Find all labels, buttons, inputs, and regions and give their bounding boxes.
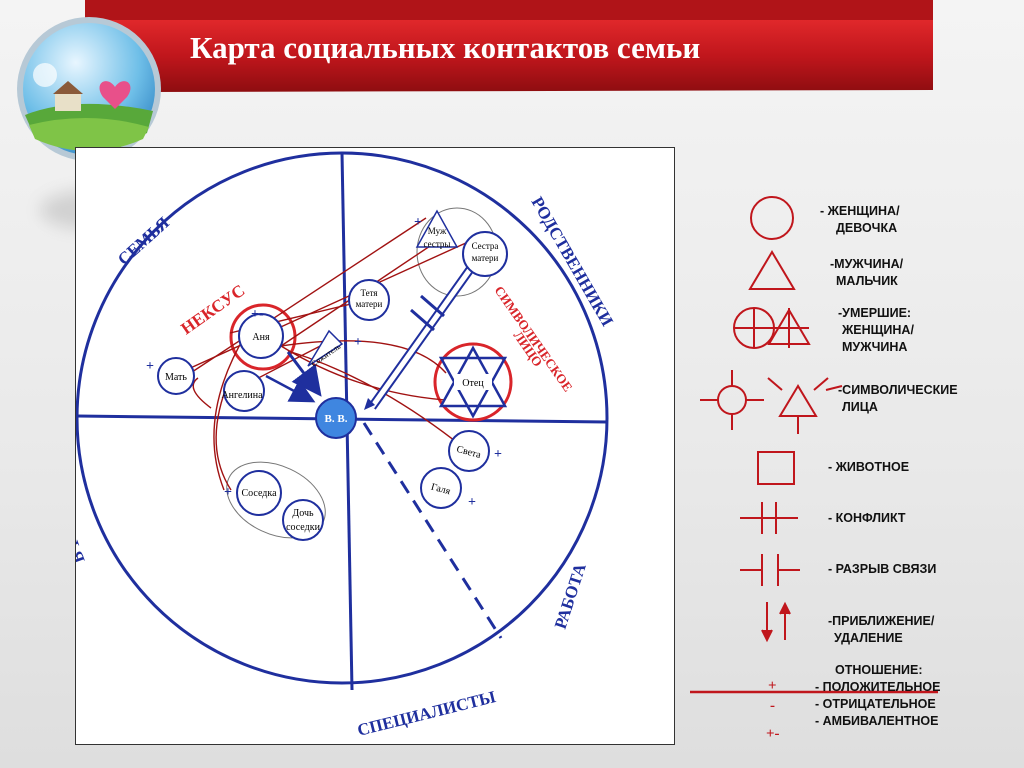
legend-break-text: - РАЗРЫВ СВЯЗИ [828,562,937,576]
legend-symbols: + - +- [690,196,938,742]
node-anya-label: Аня [252,332,270,343]
node-aunt-label-2: матери [356,299,383,309]
sector-family: СЕМЬЯ [114,213,173,269]
node-angelina-label: Ангелина [221,390,263,401]
sign-cohabitant: + [354,335,362,350]
legend-animal-icon [757,451,795,485]
node-sister-husband-label-1: Муж [428,226,447,236]
sign-anya: +- [251,307,264,322]
center-node [315,397,357,439]
symbolic-label-1: СИМВОЛИЧЕСКОЕ [492,283,576,394]
sign-mother: + [146,359,154,374]
approach-arrows [265,265,475,410]
node-mother-sister-label-2: матери [472,253,499,263]
specialists-work-divider [362,422,503,639]
globe-logo-icon [17,17,161,161]
sector-friends: ДРУЗЬЯ [76,498,88,566]
node-mother: Мать [157,357,195,395]
legend-sign-ambivalent: +- [766,726,780,742]
legend-deceased-text: -УМЕРШИЕ: ЖЕНЩИНА/ МУЖЧИНА [838,306,914,354]
social-map-diagram: В. В. Аня Мать Ангелина Тетя матери Сест… [48,151,617,740]
node-neighbor-daughter: Дочь соседки [282,499,324,541]
legend-symbolic-man-icon [767,377,843,434]
sign-neighbor: + [224,485,232,500]
node-sveta: Света [448,430,490,472]
node-mother-sister-label-1: Сестра [472,241,499,251]
node-angelina: Ангелина [221,370,265,412]
legend-sign-positive: + [768,678,777,694]
conflict-mark-1 [410,308,435,332]
legend-man-text: -МУЖЧИНА/ МАЛЬЧИК [830,257,904,288]
nexus-label: НЕКСУС [177,281,248,339]
node-neighbor-daughter-label-2: соседки [286,522,321,533]
legend-conflict-text: - КОНФЛИКТ [828,511,906,525]
legend-relation-text: ОТНОШЕНИЕ: - ПОЛОЖИТЕЛЬНОЕ - ОТРИЦАТЕЛЬН… [815,663,941,728]
diagram-frame: В. В. Аня Мать Ангелина Тетя матери Сест… [48,147,675,745]
legend-man-icon [748,250,796,290]
legend-approach-text: -ПРИБЛИЖЕНИЕ/ УДАЛЕНИЕ [828,614,935,645]
sign-sveta: + [494,447,502,462]
node-sister-husband: Муж сестры [415,209,459,249]
title-banner [85,0,933,92]
node-neighbor: Соседка [236,470,282,516]
legend-woman-text: - ЖЕНЩИНА/ ДЕВОЧКА [820,204,900,235]
node-neighbor-daughter-label-1: Дочь [292,508,314,519]
legend-break-icon [740,554,800,586]
node-galya-label: Галя [430,482,452,498]
legend-animal-text: - ЖИВОТНОЕ [828,460,910,474]
legend-woman-icon [750,196,794,240]
legend-deceased-woman-icon [733,307,775,349]
symbolic-circle [433,342,513,422]
sector-specialists: СПЕЦИАЛИСТЫ [355,687,497,740]
node-galya: Галя [420,467,462,509]
legend-symbolic-woman-icon [700,370,764,430]
center-node-label: В. В. [325,413,348,425]
relation-signs: + +- + + + + + [146,215,502,510]
page-title: Карта социальных контактов семьи [190,30,701,65]
node-neighbor-label: Соседка [241,488,277,499]
legend-approach-icon [761,601,791,643]
node-aunt-label-1: Тетя [360,288,377,298]
conflict-mark-2 [420,294,445,318]
sign-galya: + [468,495,476,510]
node-sister-husband-label-2: сестры [424,239,451,249]
sign-sister-husband: + [414,215,422,230]
node-father-label: Отец [462,378,484,389]
node-father: Отец [438,345,508,419]
legend-symbolic-text: -СИМВОЛИЧЕСКИЕ ЛИЦА [838,383,958,414]
node-mother-label: Мать [165,372,187,383]
legend-sign-negative: - [770,698,775,714]
node-anya: Аня [238,313,284,359]
sector-relatives: РОДСТВЕННИКИ [528,194,617,330]
legend-conflict-icon [740,502,798,534]
node-aunt: Тетя матери [348,279,390,321]
legend-deceased-man-icon [767,308,811,348]
node-mother-sister: Сестра матери [462,231,508,277]
